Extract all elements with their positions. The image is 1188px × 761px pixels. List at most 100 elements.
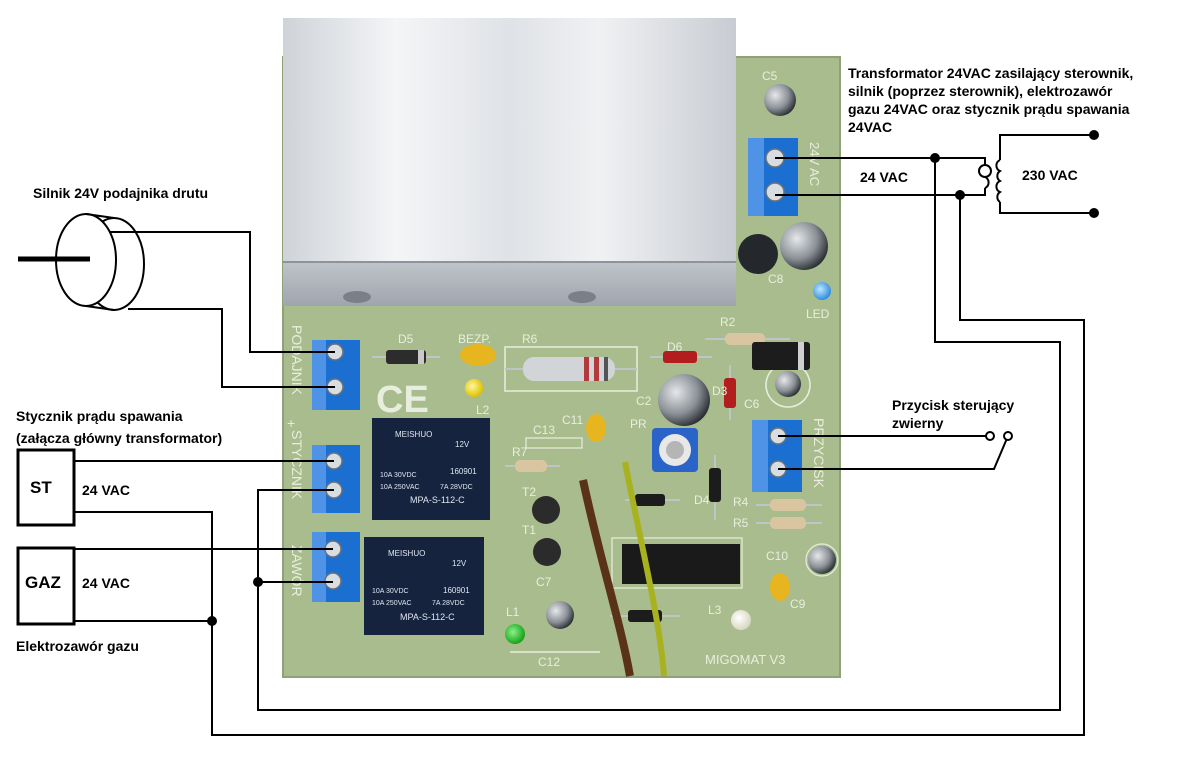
junction-dot bbox=[207, 616, 217, 626]
silk-c7: C7 bbox=[536, 575, 552, 589]
diode-power bbox=[752, 342, 810, 370]
silk-c11: C11 bbox=[562, 413, 583, 427]
transformer-secondary-coil bbox=[978, 164, 992, 189]
capacitor-c5 bbox=[764, 84, 796, 116]
gas-valve-box bbox=[16, 546, 76, 626]
relay-code: 160901 bbox=[443, 586, 470, 595]
resistor-r7 bbox=[505, 460, 560, 472]
contactor-desc-line: (załącza główny transformator) bbox=[16, 430, 222, 446]
diode-d6 bbox=[650, 351, 712, 363]
relay-model: MPA-S-112-C bbox=[410, 495, 465, 505]
wire-sec-bottom bbox=[775, 188, 986, 196]
led-l3 bbox=[731, 610, 751, 630]
terminal-podajnik bbox=[312, 340, 360, 410]
terminal-face bbox=[312, 445, 326, 513]
cable-brown bbox=[579, 479, 634, 677]
st-voltage-label: 24 VAC bbox=[82, 482, 130, 498]
silk-r2: R2 bbox=[720, 315, 736, 329]
silk-d3: D3 bbox=[712, 384, 728, 398]
heatsink-screw-left bbox=[343, 291, 371, 303]
silk-c13: C13 bbox=[533, 423, 555, 437]
primary-voltage-label: 230 VAC bbox=[1022, 167, 1078, 183]
heatsink bbox=[283, 18, 736, 306]
wire-motor-top bbox=[100, 231, 335, 353]
terminal-face bbox=[752, 420, 768, 492]
terminal-zawor bbox=[312, 532, 360, 602]
pcb-board: MEISHUO 12V 160901 10A 30VDC 10A 250VAC … bbox=[282, 18, 841, 678]
transformer-primary-coil bbox=[995, 159, 1003, 203]
capacitor-c2 bbox=[658, 374, 710, 426]
silk-label-zawor: ZAWÓR bbox=[289, 545, 305, 597]
silk-c10: C10 bbox=[766, 549, 788, 563]
silk-r6: R6 bbox=[522, 332, 538, 346]
silk-pr: PR bbox=[630, 417, 647, 431]
relay-coil: 12V bbox=[455, 440, 470, 449]
capacitor-c9 bbox=[770, 573, 790, 601]
junction-dot bbox=[253, 577, 263, 587]
motor-symbol bbox=[18, 213, 145, 311]
gaz-box-label: GAZ bbox=[25, 573, 61, 592]
silk-r5: R5 bbox=[733, 516, 749, 530]
gaz-voltage-label: 24 VAC bbox=[82, 575, 130, 591]
relay-brand: MEISHUO bbox=[395, 430, 432, 439]
transformer-symbol bbox=[978, 159, 1003, 203]
wire-common-bus bbox=[257, 158, 1061, 711]
led-l1 bbox=[505, 624, 525, 644]
relay-2: MEISHUO 12V 160901 10A 30VDC 10A 250VAC … bbox=[364, 537, 484, 635]
silk-label-podajnik: PODAJNIK bbox=[289, 325, 305, 396]
silk-c9: C9 bbox=[790, 597, 806, 611]
silk-l1: L1 bbox=[506, 605, 520, 619]
transformer-desc-line: gazu 24VAC oraz stycznik prądu spawania bbox=[848, 101, 1130, 117]
silk-label-stycznik: STYCZNIK bbox=[289, 430, 305, 500]
silk-label-przycisk: PRZYCISK bbox=[811, 418, 827, 489]
button-desc-line: zwierny bbox=[892, 415, 944, 431]
wiring bbox=[74, 134, 1094, 736]
capacitor-c6 bbox=[775, 371, 801, 397]
silk-d6: D6 bbox=[667, 340, 683, 354]
junctions bbox=[207, 130, 1099, 626]
st-box-label: ST bbox=[30, 478, 52, 497]
silk-l2: L2 bbox=[476, 403, 490, 417]
silk-c10-circle bbox=[805, 543, 839, 577]
labels: Transformator 24VAC zasilający sterownik… bbox=[16, 65, 1133, 654]
silk-plus: + bbox=[287, 415, 295, 431]
silk-ce-mark: CE bbox=[376, 379, 429, 421]
switch-contact bbox=[1003, 431, 1013, 441]
silk-c6: C6 bbox=[744, 397, 760, 411]
terminal-face bbox=[748, 138, 764, 216]
terminal-24vac bbox=[748, 138, 798, 216]
resistor-r4 bbox=[756, 499, 822, 511]
capacitor-c7 bbox=[546, 601, 574, 629]
relay-rating: 10A 250VAC bbox=[380, 484, 420, 491]
diode-d5 bbox=[372, 350, 440, 364]
silk-bezp: BEZP. bbox=[458, 332, 491, 346]
relay-rating: 7A 28VDC bbox=[440, 484, 473, 491]
fuse-bezp bbox=[460, 344, 496, 366]
secondary-voltage-label: 24 VAC bbox=[860, 169, 908, 185]
capacitor-c8 bbox=[780, 222, 828, 270]
silk-r7: R7 bbox=[512, 445, 528, 459]
led-blue bbox=[813, 282, 831, 300]
contactor-desc-line: Stycznik prądu spawania bbox=[16, 408, 183, 424]
cable-yellowgreen bbox=[622, 461, 667, 677]
capacitor-c10 bbox=[808, 546, 836, 574]
transformer-desc-line: 24VAC bbox=[848, 119, 892, 135]
diode-d3 bbox=[724, 365, 736, 420]
relay-rating: 10A 30VDC bbox=[372, 588, 409, 595]
wire-pri-bottom bbox=[999, 202, 1094, 214]
led-l2 bbox=[465, 379, 483, 397]
relay-body bbox=[364, 537, 484, 635]
silk-r4: R4 bbox=[733, 495, 749, 509]
terminal-face bbox=[312, 532, 326, 602]
silk-d4: D4 bbox=[694, 493, 710, 507]
silk-c13-outline bbox=[525, 437, 583, 449]
motor-label: Silnik 24V podajnika drutu bbox=[33, 185, 208, 201]
transistor-t2 bbox=[532, 496, 560, 524]
silk-l3: L3 bbox=[708, 603, 722, 617]
capacitor-c8b bbox=[738, 234, 778, 274]
ic-chip bbox=[622, 544, 740, 584]
resistor-r6 bbox=[505, 357, 637, 381]
silk-c5: C5 bbox=[762, 69, 778, 83]
